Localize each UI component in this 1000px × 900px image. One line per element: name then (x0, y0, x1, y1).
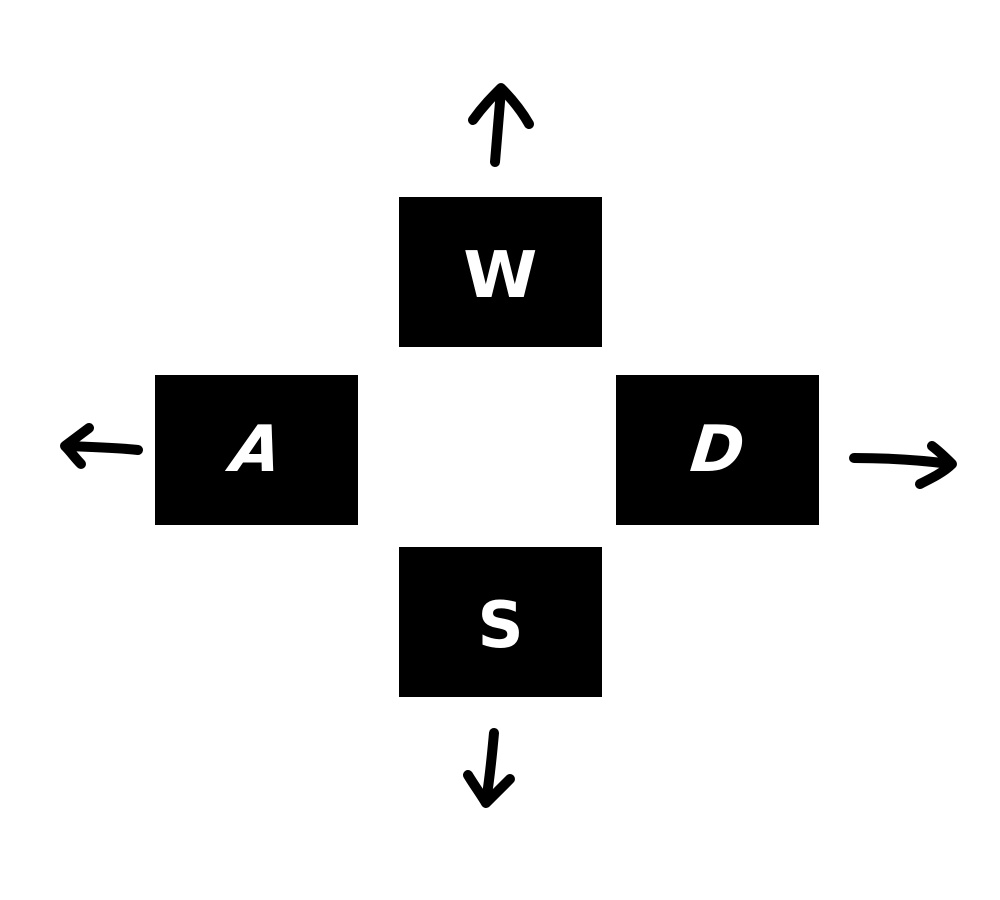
d-key: D (616, 375, 819, 525)
w-key-label: W (463, 239, 538, 313)
arrow-up-icon (468, 83, 534, 167)
s-key-label: S (477, 589, 524, 663)
arrow-right-icon (849, 441, 957, 489)
w-key: W (399, 197, 602, 347)
s-key: S (399, 547, 602, 697)
arrow-left-icon (60, 423, 143, 469)
a-key: A (155, 375, 358, 525)
a-key-label: A (226, 413, 287, 487)
arrow-down-icon (463, 728, 515, 808)
d-key-label: D (687, 413, 748, 487)
